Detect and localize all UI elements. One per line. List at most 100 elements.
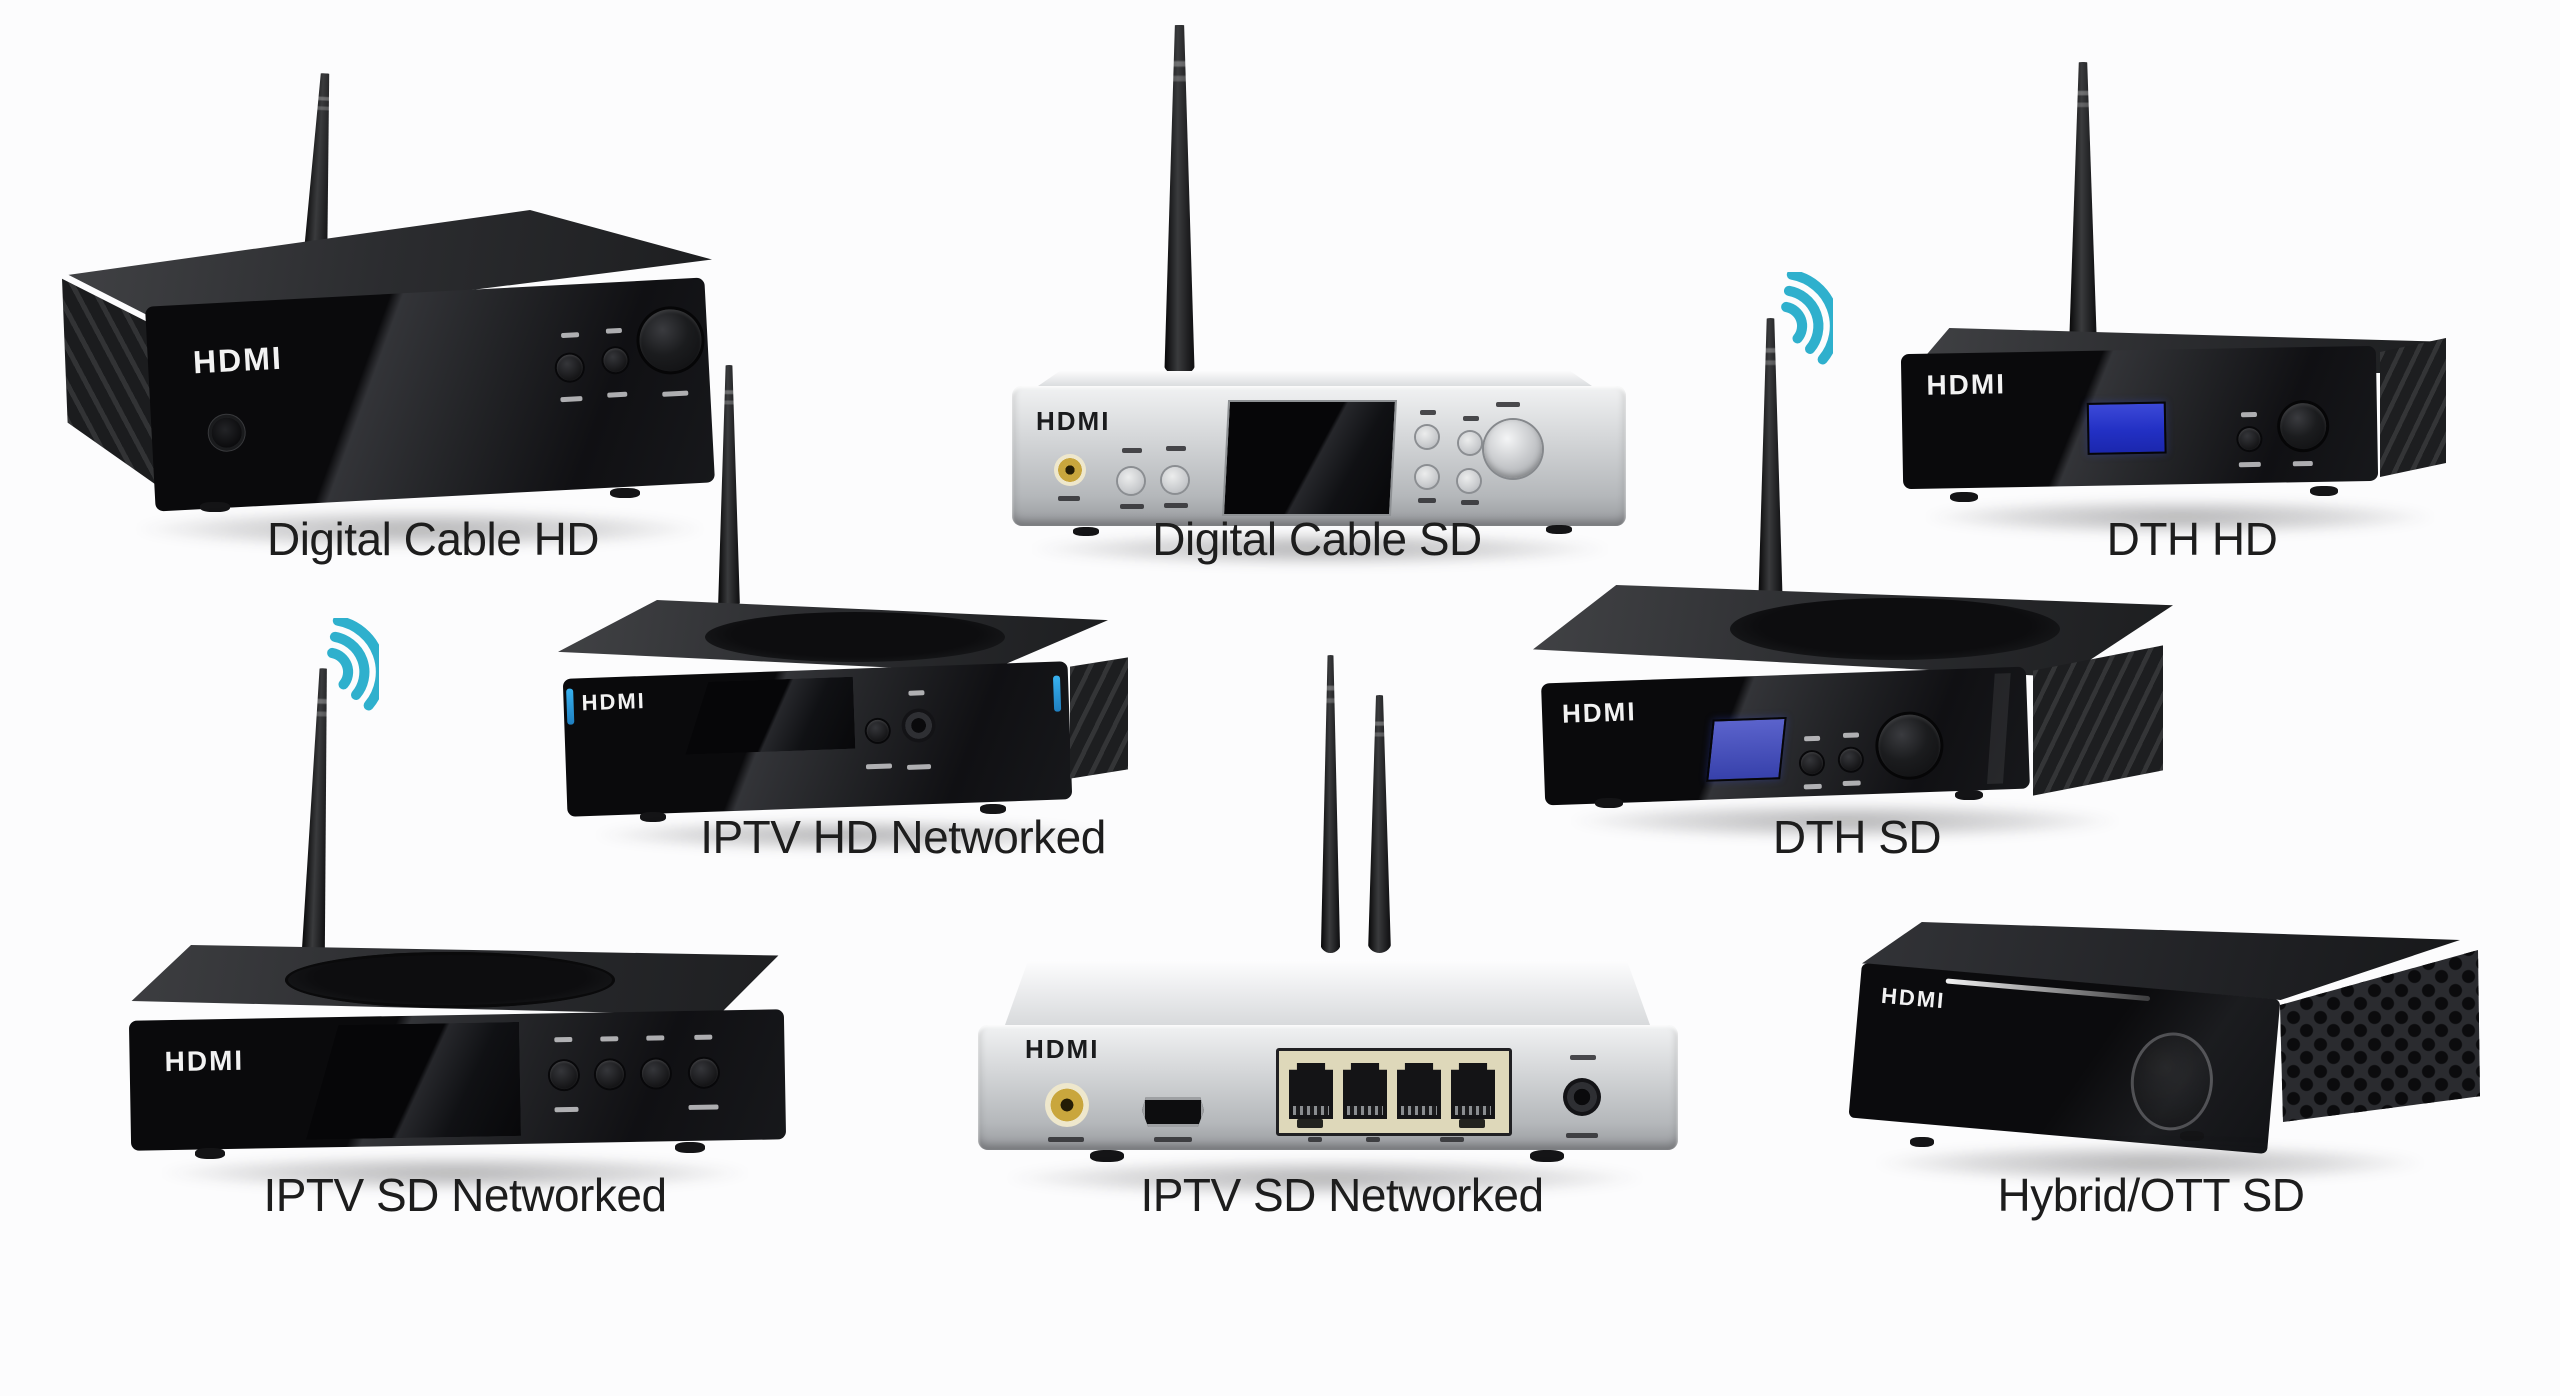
port-pins (1454, 1106, 1492, 1115)
drop-shadow (1870, 1143, 2430, 1183)
front-button (1162, 467, 1188, 493)
panel-marking (1418, 498, 1436, 503)
front-button (1839, 748, 1863, 772)
product-label: IPTV SD Networked (263, 1169, 667, 1221)
hdmi-port (1142, 1097, 1204, 1127)
dc-power-jack (1563, 1078, 1601, 1116)
vent-grille (2380, 337, 2446, 478)
antenna (717, 365, 741, 610)
foot (1955, 790, 1983, 800)
panel-marking (1308, 1137, 1322, 1142)
panel-marking (2292, 460, 2313, 467)
front-button (2238, 427, 2261, 451)
hdmi-logo: HDMI (164, 1044, 245, 1078)
foot (2180, 1131, 2204, 1141)
panel-marking (1122, 448, 1142, 453)
panel-marking (1440, 1137, 1464, 1142)
top-recess (285, 952, 615, 1008)
product-dth-sd: HDMI DTH SD (1525, 250, 2185, 880)
product-label: IPTV HD Networked (700, 811, 1106, 863)
drop-shadow (590, 818, 1110, 852)
foot (1950, 492, 1978, 502)
panel-marking (1496, 402, 1520, 407)
wifi-signal-icon (321, 615, 386, 724)
vent-grille (2033, 645, 2163, 796)
hdmi-logo: HDMI (1036, 406, 1111, 436)
display-screen (304, 1022, 521, 1140)
port-slot (1459, 1119, 1485, 1128)
front-button (549, 1060, 579, 1090)
front-button (1458, 470, 1480, 492)
panel-marking (1804, 735, 1821, 742)
hdmi-logo: HDMI (192, 339, 284, 381)
front-button (1118, 468, 1144, 494)
product-label: DTH SD (1772, 811, 1942, 863)
antenna (1164, 25, 1195, 375)
ir-sensor (210, 416, 243, 449)
wifi-signal-icon (1775, 269, 1840, 378)
product-iptv-hd-networked: HDMI IPTV HD Networked (550, 360, 1130, 880)
product-digital-cable-hd: HDMI Digital Cable HD (50, 60, 730, 600)
antenna (1320, 655, 1341, 953)
panel-marking (1566, 1133, 1598, 1138)
front-button (1416, 426, 1438, 448)
drop-shadow (155, 1154, 755, 1192)
drop-shadow (1025, 531, 1615, 567)
panel-marking (2240, 411, 2258, 418)
panel-marking (1166, 446, 1186, 451)
panel-marking (1803, 783, 1822, 790)
panel-marking (554, 1106, 579, 1113)
panel-marking (1164, 503, 1188, 508)
foot (195, 1148, 225, 1159)
gloss-highlight (1987, 673, 2011, 784)
rj45-port (1451, 1063, 1495, 1119)
rj45-port (1289, 1063, 1333, 1119)
hdmi-logo: HDMI (1025, 1034, 1100, 1064)
panel-marking (1570, 1055, 1596, 1060)
rj45-port (1343, 1063, 1387, 1119)
panel-marking (554, 1036, 573, 1043)
panel-marking (560, 332, 580, 339)
product-label: Hybrid/OTT SD (1997, 1169, 2305, 1221)
foot (1090, 1150, 1124, 1162)
panel-marking (2238, 461, 2261, 468)
front-button (641, 1059, 671, 1088)
foot (980, 804, 1006, 814)
power-knob (2279, 402, 2327, 450)
drop-shadow (1565, 802, 2125, 840)
product-label: IPTV SD Networked (1140, 1169, 1544, 1221)
panel-marking (600, 1036, 619, 1042)
front-panel: HDMI (128, 1009, 787, 1151)
foot (675, 1142, 705, 1153)
foot (200, 502, 230, 512)
product-dth-hd: HDMI DTH HD (1890, 50, 2460, 590)
front-panel: HDMI (1012, 386, 1626, 526)
panel-marking (1842, 732, 1860, 738)
rca-jack (1045, 1083, 1089, 1127)
port-pins (1292, 1106, 1330, 1115)
dial-knob (1484, 420, 1542, 478)
panel-marking (1048, 1137, 1084, 1142)
panel-marking (688, 1104, 719, 1110)
box-top-face (1004, 960, 1651, 1025)
rca-jack (1054, 454, 1086, 486)
panel-marking (1420, 410, 1436, 415)
antenna (1368, 695, 1391, 953)
hdmi-logo: HDMI (1880, 982, 1947, 1014)
audio-jack (866, 719, 890, 743)
front-button (1416, 466, 1438, 488)
panel-marking (1058, 496, 1080, 501)
box-top-face (1036, 371, 1594, 387)
panel-marking (1463, 416, 1479, 421)
front-button (595, 1060, 625, 1089)
foot (640, 812, 666, 822)
product-digital-cable-sd: HDMI Digital Cable SD (985, 15, 1635, 665)
product-label: Digital Cable SD (1152, 513, 1482, 565)
front-button (1459, 432, 1481, 454)
panel-marking (1120, 504, 1144, 509)
port-slot (1297, 1119, 1323, 1128)
product-iptv-sd-networked-wifi: HDMI IPTV SD Networked (115, 600, 805, 1240)
foot (1595, 798, 1623, 808)
display-screen (1221, 400, 1398, 516)
panel-marking (1461, 500, 1479, 505)
